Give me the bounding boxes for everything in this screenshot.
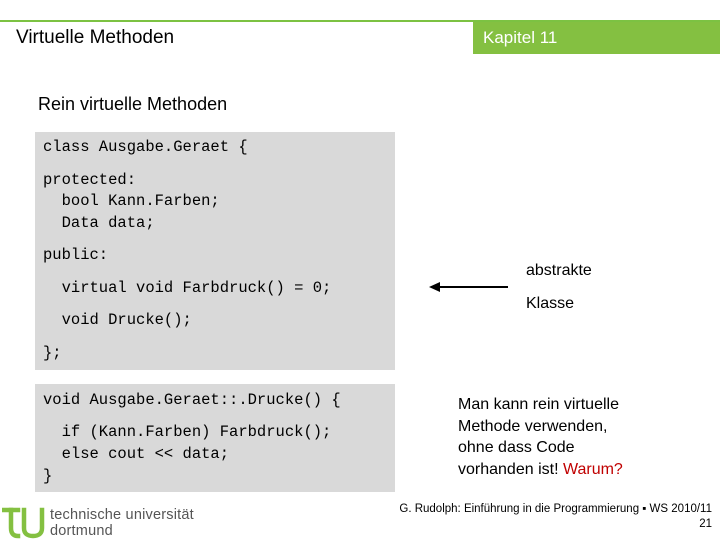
code-line: bool Kann.Farben; <box>43 192 220 210</box>
explanation-line: Methode verwenden, <box>458 417 608 435</box>
annotation-abstract: abstrakte <box>526 262 592 279</box>
university-logo: technische universität dortmund <box>0 506 200 540</box>
page-number: 21 <box>699 518 712 530</box>
code-line: if (Kann.Farben) Farbdruck(); <box>43 423 332 441</box>
header-divider <box>0 20 720 22</box>
explanation-line: ohne dass Code <box>458 439 575 456</box>
explanation-line: vorhanden ist! Warum? <box>458 459 623 481</box>
code-line: void Drucke(); <box>43 311 192 329</box>
logo-text-line2: dortmund <box>50 523 113 539</box>
arrow-left-icon <box>429 282 508 292</box>
code-line: public: <box>43 246 109 264</box>
footer-credit: G. Rudolph: Einführung in die Programmie… <box>399 503 712 515</box>
code-line: } <box>43 467 53 485</box>
explanation-line: Man kann rein virtuelle <box>458 396 619 413</box>
logo-text-line1: technische universität <box>50 507 194 523</box>
footer: G. Rudolph: Einführung in die Programmie… <box>399 502 712 532</box>
question-highlight: Warum? <box>562 460 623 478</box>
code-line: virtual void Farbdruck() = 0; <box>43 279 332 297</box>
method-code-block: void Ausgabe.Geraet::.Drucke() { if (Kan… <box>35 384 395 492</box>
code-line: Data data; <box>43 214 155 232</box>
section-heading: Rein virtuelle Methoden <box>38 94 228 114</box>
chapter-label: Kapitel 11 <box>473 22 720 54</box>
code-line: }; <box>43 344 62 362</box>
explanation-text: Man kann rein virtuelle Methode verwende… <box>458 394 623 480</box>
tu-logo-icon <box>2 507 45 539</box>
code-line: else cout << data; <box>43 445 230 463</box>
class-code-block: class Ausgabe.Geraet { protected: bool K… <box>35 132 395 370</box>
slide-title: Virtuelle Methoden <box>16 27 175 48</box>
explanation-line-text: vorhanden ist! <box>458 460 563 478</box>
annotation-class: Klasse <box>526 295 575 312</box>
code-line: protected: <box>43 171 137 189</box>
code-line: class Ausgabe.Geraet { <box>43 138 248 156</box>
code-line: void Ausgabe.Geraet::.Drucke() { <box>43 391 341 409</box>
